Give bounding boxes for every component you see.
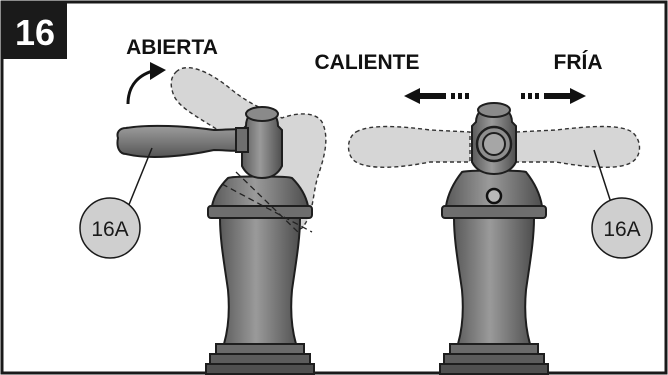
- left-base-ring-2: [209, 353, 311, 365]
- left-callout-leader: [125, 147, 153, 213]
- left-dashed-line-1: [221, 183, 313, 233]
- left-lever-neck: [235, 127, 249, 153]
- left-base-ring-1: [215, 343, 305, 355]
- right-ghost-handle-cold: [515, 125, 641, 168]
- right-base-ring-3: [439, 363, 549, 375]
- right-base-ring-1: [449, 343, 539, 355]
- left-faucet: 16A: [79, 62, 327, 375]
- open-label: ABIERTA: [126, 36, 218, 59]
- left-base-ring-3: [205, 363, 315, 375]
- right-hub-cap: [477, 102, 511, 118]
- right-ghost-handle-hot: [347, 125, 471, 168]
- hot-arrow-dash-3: [465, 93, 469, 99]
- left-faucet-collar: [207, 205, 313, 219]
- hot-arrow-dash-1: [451, 93, 455, 99]
- right-callout-circle: [591, 197, 653, 259]
- left-lever-handle: [116, 124, 247, 158]
- cold-label: FRÍA: [554, 51, 603, 74]
- right-indicator-ring: [485, 187, 503, 205]
- right-handle-end-inner: [482, 132, 506, 156]
- hot-direction-arrow: [404, 88, 446, 104]
- right-faucet-body: [452, 217, 536, 345]
- cold-arrow-dash-1: [535, 93, 539, 99]
- left-callout-label: 16A: [91, 218, 128, 241]
- cold-arrow-dash-3: [521, 93, 525, 99]
- right-faucet-collar: [441, 205, 547, 219]
- step-number-box: [3, 3, 67, 59]
- cold-direction-arrow: [544, 88, 586, 104]
- right-callout-label: 16A: [603, 218, 640, 241]
- step-number: 16: [15, 12, 55, 53]
- open-arrow-head: [150, 62, 166, 80]
- right-faucet: 16A: [347, 88, 653, 375]
- cold-arrow-dash-2: [528, 93, 532, 99]
- left-dashed-line-2: [235, 171, 301, 235]
- left-callout-circle: [79, 197, 141, 259]
- left-hub-cap: [245, 106, 279, 122]
- hot-arrow-dash-2: [458, 93, 462, 99]
- left-faucet-body: [218, 217, 302, 345]
- left-faucet-bell: [210, 175, 310, 207]
- hot-label: CALIENTE: [315, 51, 420, 74]
- right-base-ring-2: [443, 353, 545, 365]
